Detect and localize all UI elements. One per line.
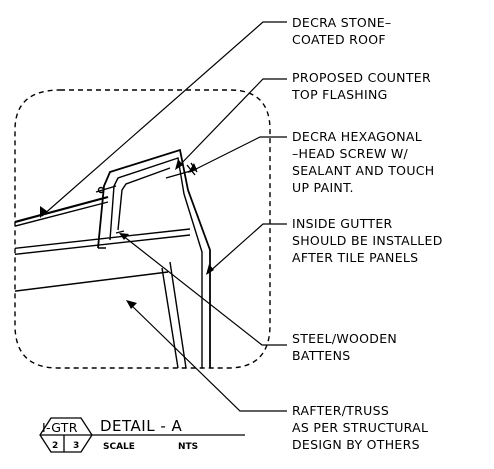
hex-screw-left [95,185,117,194]
scale-value: NTS [178,442,198,452]
detail-title: DETAIL - A [100,417,183,435]
label-battens-2: BATTENS [292,348,351,363]
label-battens-1: STEEL/WOODEN [292,331,397,346]
roof-surface [15,195,109,228]
section-ref-left: 2 [52,441,58,451]
arrow-flashing [175,159,183,170]
label-screw-3: SEALANT AND TOUCH [292,163,435,178]
detail-boundary [14,89,271,369]
arrow-gutter [206,264,214,275]
label-flashing-2: TOP FLASHING [291,87,388,102]
batten-bracket [98,230,125,249]
arrow-roof [40,206,47,218]
rafter-top-edge [15,228,191,251]
label-screw-2: –HEAD SCREW W/ [292,146,409,161]
arrow-screw [188,163,197,173]
leader-flashing [176,78,287,169]
rafter-top-edge-inner [15,234,191,257]
leader-roof [41,21,287,217]
roof-underline [15,201,109,231]
label-gutter-3: AFTER TILE PANELS [292,250,418,265]
labels-group: DECRA STONE– COATED ROOF PROPOSED COUNTE… [291,15,443,452]
label-screw-4: UP PAINT. [292,180,354,195]
leaders [41,21,287,412]
label-gutter-1: INSIDE GUTTER [292,216,393,231]
section-ref-right: 3 [73,441,79,451]
label-roof-2: COATED ROOF [292,32,386,47]
arrow-battens [119,233,129,240]
section-ref-sheet: I-GTR [42,420,78,435]
label-flashing-1: PROPOSED COUNTER [292,70,431,85]
post-right-edge [169,261,187,368]
label-rafter-1: RAFTER/TRUSS [292,403,389,418]
label-gutter-2: SHOULD BE INSTALLED [292,233,443,248]
arrow-rafter [126,300,137,309]
leader-battens [121,234,287,346]
label-screw-1: DECRA HEXAGONAL [292,129,422,144]
label-rafter-2: AS PER STRUCTURAL [292,420,428,435]
detail-title-block: I-GTR 2 3 DETAIL - A SCALE NTS [39,417,245,453]
arrowheads [40,159,214,309]
leader-screw [189,136,287,173]
label-roof-1: DECRA STONE– [292,15,391,30]
flashing-inner-lip [117,167,171,231]
leader-rafter [129,303,287,412]
post-left-edge [161,267,179,368]
label-rafter-3: DESIGN BY OTHERS [292,437,420,452]
scale-label: SCALE [103,442,135,452]
leader-gutter [207,223,287,274]
structure-group [15,148,211,368]
rafter-bottom-edge [15,271,169,294]
flashing-profile [97,148,211,368]
